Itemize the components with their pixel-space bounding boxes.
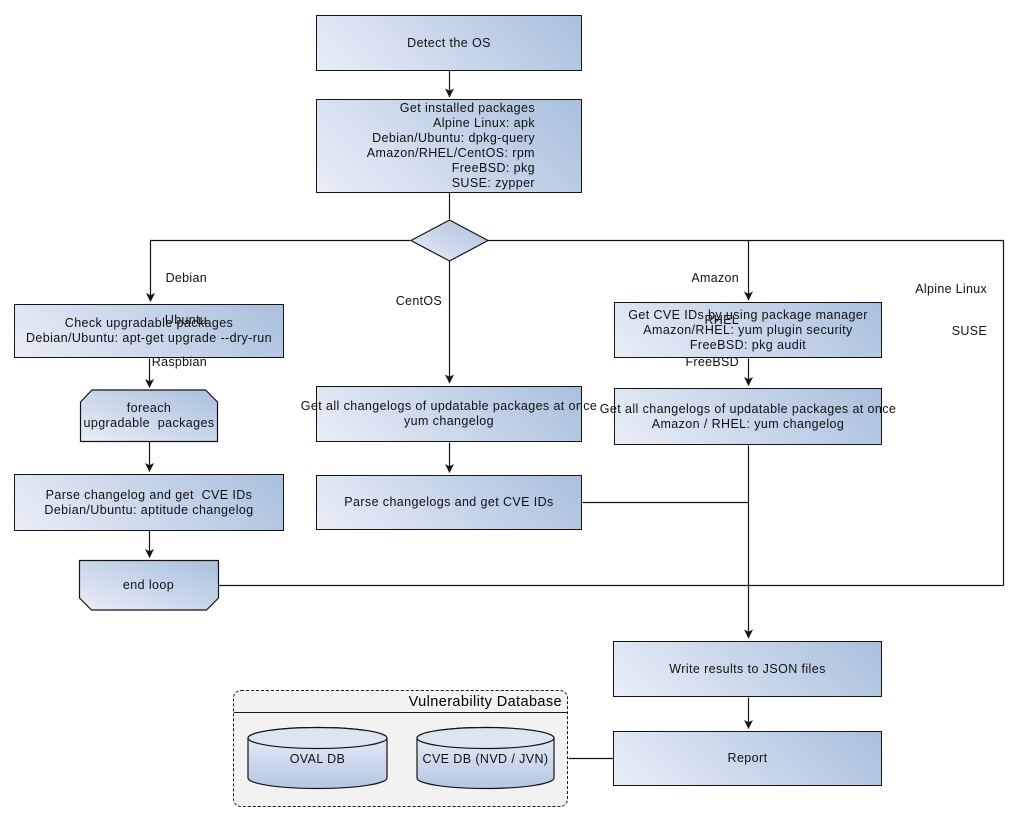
node-text: Write results to JSON files: [669, 661, 826, 676]
node-text: Report: [727, 751, 768, 765]
branch-label-line: Debian: [165, 271, 207, 285]
node-text: Amazon/RHEL: yum plugin security: [643, 322, 853, 337]
node-get-cve-ids-package-manager: Get CVE IDs by using package manager Ama…: [614, 302, 882, 358]
node-text: Get installed packages: [399, 101, 535, 115]
branch-label-centos: CentOS: [378, 266, 442, 336]
branch-label-alpine-suse: Alpine Linux SUSE: [880, 254, 987, 366]
vulnerability-database-container: Vulnerability Database: [233, 690, 568, 807]
oval-db-label: OVAL DB: [289, 752, 346, 766]
node-end-loop: end loop: [79, 560, 218, 610]
node-text: SUSE: zypper: [451, 176, 535, 190]
node-check-upgradable: Check upgradable packages Debian/Ubuntu:…: [14, 304, 284, 358]
node-text: FreeBSD: pkg audit: [689, 337, 807, 352]
node-get-installed-packages: Get installed packages Alpine Linux: apk…: [316, 99, 582, 193]
node-text: FreeBSD: pkg: [451, 161, 535, 175]
node-text: Amazon/RHEL/CentOS: rpm: [366, 146, 535, 160]
node-detect-os: Detect the OS: [316, 15, 582, 71]
node-write-results-json: Write results to JSON files: [613, 641, 882, 697]
node-text: Amazon / RHEL: yum changelog: [651, 416, 845, 431]
branch-label-line: Raspbian: [151, 355, 207, 369]
node-text: Debian/Ubuntu: apt-get upgrade --dry-run: [26, 331, 272, 345]
node-text: Detect the OS: [407, 35, 491, 50]
branch-label-line: Alpine Linux: [915, 282, 987, 296]
node-report: Report: [613, 731, 882, 786]
vulnerability-database-title-bar: Vulnerability Database: [234, 691, 567, 713]
node-text: Parse changelogs and get CVE IDs: [344, 495, 554, 509]
node-text: Get all changelogs of updatable packages…: [300, 399, 598, 413]
branch-label-amazon-rhel-freebsd: Amazon RHEL FreeBSD: [650, 243, 739, 397]
vulnerability-database-title: Vulnerability Database: [408, 693, 562, 710]
node-get-changelogs-amazon: Get all changelogs of updatable packages…: [600, 388, 896, 445]
node-get-changelogs-centos: Get all changelogs of updatable packages…: [301, 386, 597, 442]
node-text: Get CVE IDs by using package manager: [628, 307, 868, 322]
branch-label-line: SUSE: [951, 324, 987, 338]
node-parse-changelogs-centos: Parse changelogs and get CVE IDs: [316, 475, 582, 530]
node-text: end loop: [122, 577, 175, 592]
node-text: Alpine Linux: apk: [432, 116, 535, 130]
branch-label-line: Ubuntu: [164, 313, 207, 327]
node-text: Debian/Ubuntu: aptitude changelog: [44, 502, 254, 517]
branch-label-line: FreeBSD: [685, 355, 739, 369]
node-text: foreach: [126, 401, 172, 415]
branch-label-line: CentOS: [395, 294, 442, 308]
node-foreach-loop: foreach upgradable packages: [80, 390, 218, 442]
node-text: upgradable packages: [83, 416, 215, 430]
node-text: Debian/Ubuntu: dpkg-query: [372, 131, 535, 145]
branch-label-line: RHEL: [704, 313, 739, 327]
node-text: Get all changelogs of updatable packages…: [599, 401, 897, 416]
branch-label-line: Amazon: [691, 271, 739, 285]
os-decision-diamond: [409, 219, 490, 262]
node-text: yum changelog: [404, 414, 494, 428]
node-parse-changelog-debian: Parse changelog and get CVE IDs Debian/U…: [14, 474, 284, 531]
node-text: Parse changelog and get CVE IDs: [45, 487, 253, 502]
node-text: Check upgradable packages: [64, 316, 234, 330]
cve-db-label: CVE DB (NVD / JVN): [422, 752, 549, 766]
branch-label-debian-ubuntu-raspbian: Debian Ubuntu Raspbian: [120, 243, 207, 397]
